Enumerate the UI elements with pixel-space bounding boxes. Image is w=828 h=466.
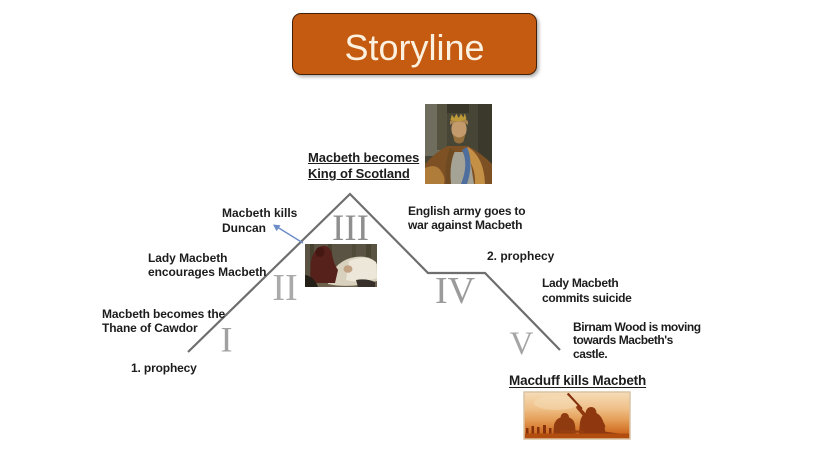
svg-text:V: V: [510, 326, 534, 362]
svg-text:II: II: [272, 267, 297, 309]
svg-text:I: I: [221, 320, 233, 360]
svg-text:IV: IV: [435, 270, 476, 312]
svg-text:III: III: [332, 208, 369, 249]
